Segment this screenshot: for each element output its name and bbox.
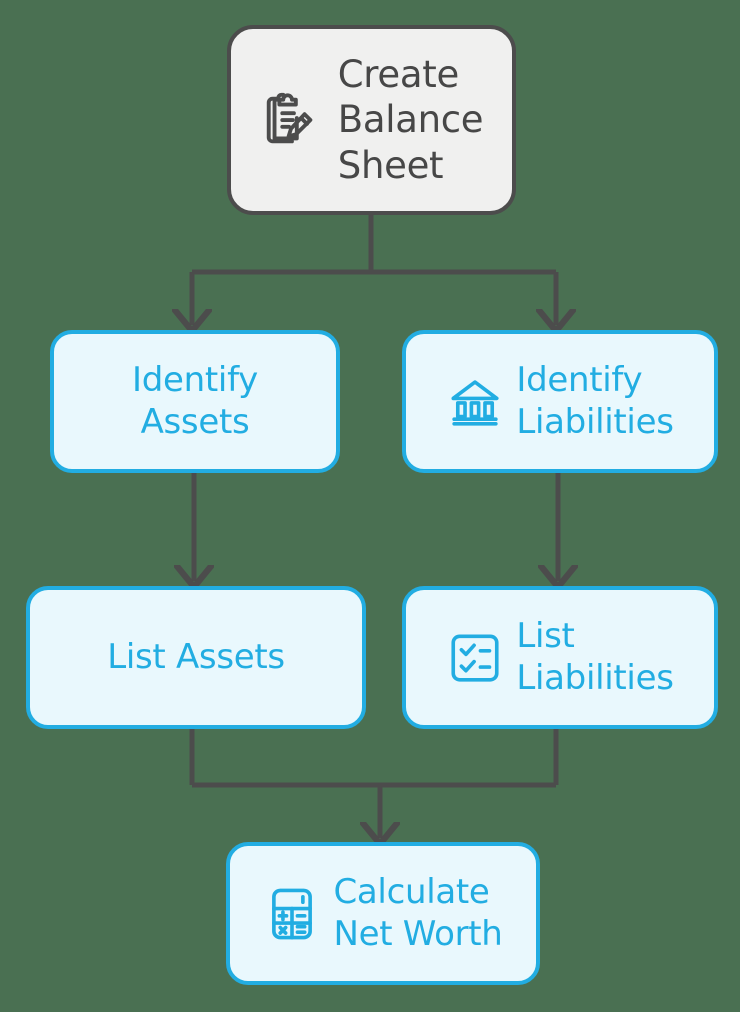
- node-calculate-net-worth[interactable]: Calculate Net Worth: [226, 842, 540, 985]
- bank-icon: [446, 373, 504, 431]
- node-create-balance-sheet[interactable]: Create Balance Sheet: [227, 25, 516, 215]
- checklist-icon: [446, 629, 504, 687]
- node-identify-liabilities[interactable]: Identify Liabilities: [402, 330, 718, 473]
- node-label: List Liabilities: [516, 616, 674, 698]
- node-label: Identify Assets: [132, 360, 258, 442]
- calculator-icon: [263, 885, 321, 943]
- node-label: Create Balance Sheet: [337, 53, 484, 187]
- node-label: Calculate Net Worth: [333, 872, 503, 954]
- node-label: List Assets: [107, 636, 285, 677]
- node-list-assets[interactable]: List Assets: [26, 586, 366, 729]
- node-list-liabilities[interactable]: List Liabilities: [402, 586, 718, 729]
- clipboard-pencil-icon: [260, 89, 322, 151]
- node-identify-assets[interactable]: Identify Assets: [50, 330, 340, 473]
- node-label: Identify Liabilities: [516, 360, 674, 442]
